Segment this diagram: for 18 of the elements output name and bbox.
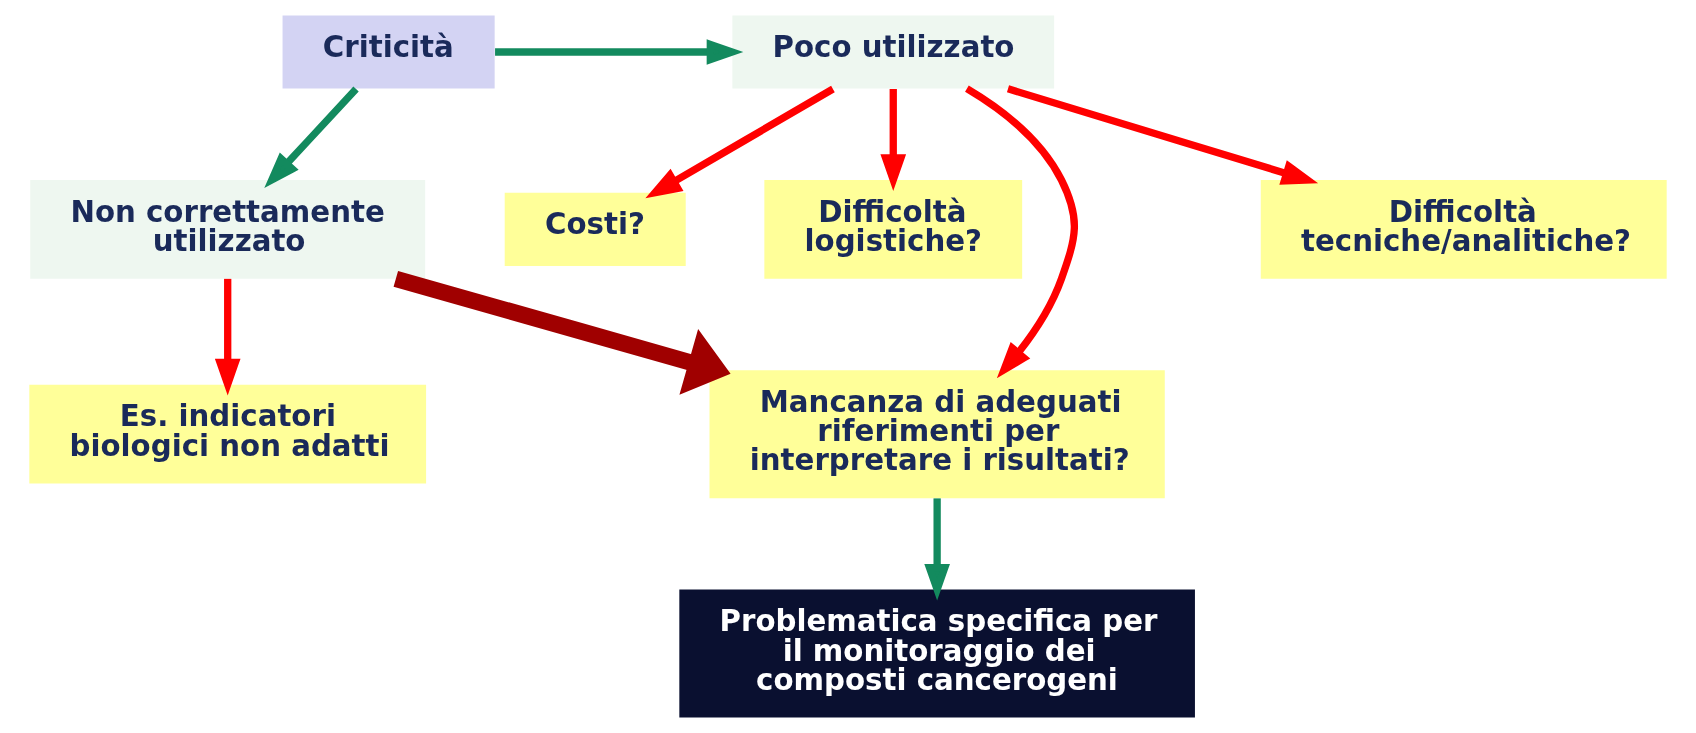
- node-box: Poco utilizzato: [732, 15, 1055, 89]
- arrow: [924, 498, 950, 601]
- node-box: Es. indicatori biologici non adatti: [29, 384, 427, 484]
- arrow: [495, 39, 744, 65]
- node-box: Problematica specifica per il monitoraggio dei composti cancerogeni: [679, 589, 1195, 718]
- arrow: [965, 85, 1078, 379]
- arrow: [264, 86, 359, 189]
- node-box: Criticità: [282, 15, 495, 89]
- node-box: Costi?: [504, 192, 686, 266]
- arrow: [214, 278, 241, 396]
- node-box: Non correttamente utilizzato: [30, 180, 426, 279]
- arrow: [880, 89, 907, 191]
- node-box: Difficoltà logistiche?: [764, 180, 1023, 279]
- arrow: [645, 85, 835, 199]
- arrow: [393, 270, 731, 395]
- node-box: Difficoltà tecniche/analitiche?: [1260, 180, 1667, 279]
- node-box: Mancanza di adeguati riferimenti per interpretare i risultati?: [709, 370, 1165, 499]
- arrow: [1006, 85, 1319, 185]
